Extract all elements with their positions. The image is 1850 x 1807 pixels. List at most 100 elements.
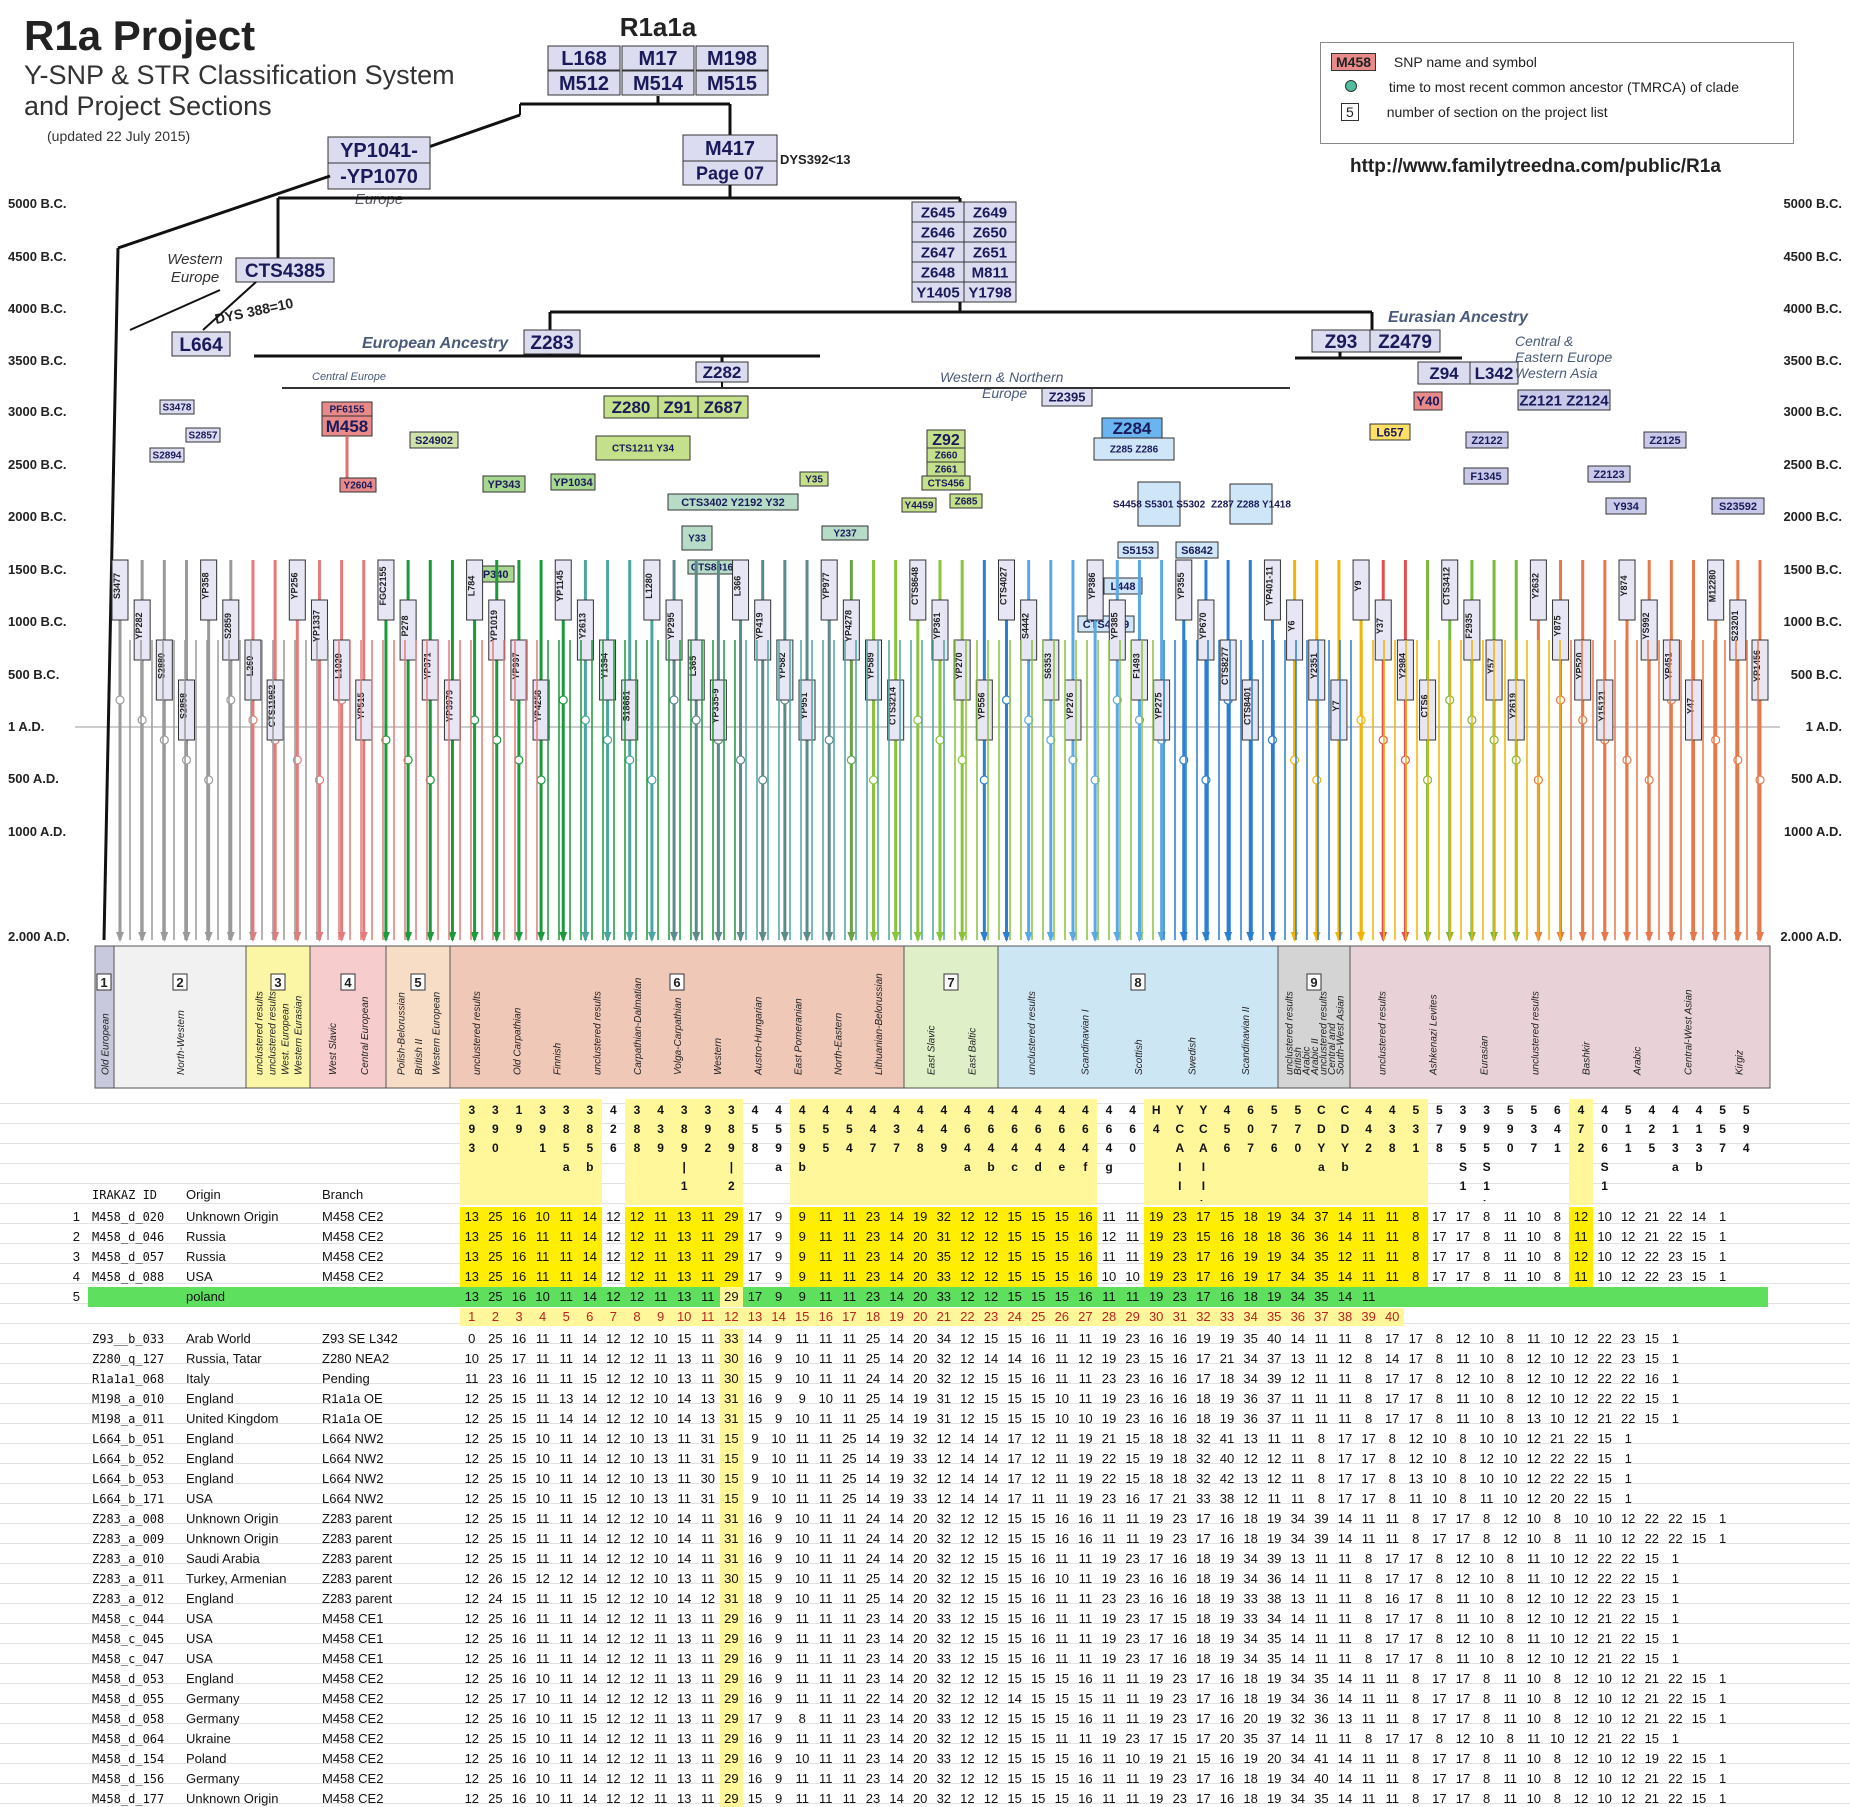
str-value[interactable]: 12 bbox=[606, 1351, 621, 1366]
str-value[interactable]: 12 bbox=[1569, 1207, 1593, 1227]
str-value[interactable]: 14 bbox=[889, 1791, 904, 1806]
str-value[interactable]: 12 bbox=[606, 1431, 621, 1446]
str-value[interactable]: 25 bbox=[865, 1591, 881, 1606]
str-value[interactable]: 22 bbox=[1573, 1431, 1589, 1446]
str-value[interactable]: 10 bbox=[794, 1751, 810, 1766]
str-value[interactable]: 15 bbox=[1002, 1207, 1027, 1227]
str-value[interactable]: 19 bbox=[1266, 1511, 1282, 1526]
str-value[interactable]: 17 bbox=[1262, 1267, 1286, 1287]
str-value[interactable]: 15 bbox=[1078, 1691, 1093, 1706]
str-value[interactable]: 15 bbox=[983, 1551, 999, 1566]
str-value[interactable]: 19 bbox=[1144, 1227, 1168, 1247]
str-value[interactable]: 15 bbox=[719, 1449, 744, 1469]
column-number[interactable]: 23 bbox=[979, 1308, 1003, 1326]
str-value[interactable]: 1 bbox=[1624, 1471, 1632, 1486]
str-value[interactable]: 13 bbox=[676, 1371, 692, 1386]
str-value[interactable]: 19 bbox=[1266, 1671, 1282, 1686]
str-value[interactable]: 12 bbox=[960, 1631, 975, 1646]
str-value[interactable]: 11 bbox=[819, 1671, 833, 1686]
str-value[interactable]: 8 bbox=[1482, 1229, 1491, 1244]
str-value[interactable]: 22 bbox=[1668, 1711, 1683, 1726]
str-value[interactable]: 20 bbox=[912, 1531, 928, 1546]
str-value[interactable]: 16 bbox=[1384, 1591, 1400, 1606]
str-value[interactable]: 19 bbox=[1262, 1247, 1286, 1267]
str-value[interactable]: 12 bbox=[629, 1651, 645, 1666]
str-value[interactable]: 11 bbox=[1356, 1267, 1381, 1287]
str-value[interactable]: 11 bbox=[701, 1651, 715, 1666]
str-value[interactable]: 12 bbox=[960, 1511, 975, 1526]
row-origin[interactable]: Unknown Origin bbox=[186, 1791, 279, 1806]
str-value[interactable]: 16 bbox=[507, 1227, 531, 1247]
str-value[interactable]: 11 bbox=[1456, 1411, 1470, 1426]
str-value[interactable]: 25 bbox=[488, 1711, 503, 1726]
str-value[interactable]: 17 bbox=[1384, 1551, 1400, 1566]
str-value[interactable]: 25 bbox=[842, 1431, 857, 1446]
str-value[interactable]: 11 bbox=[1078, 1551, 1093, 1566]
row-number[interactable]: 2 bbox=[72, 1229, 80, 1244]
str-value[interactable]: 16 bbox=[1078, 1531, 1093, 1546]
str-value[interactable]: 12 bbox=[1573, 1711, 1589, 1726]
str-value[interactable]: 16 bbox=[1078, 1751, 1093, 1766]
str-value[interactable]: 17 bbox=[1432, 1531, 1447, 1546]
str-value[interactable]: 11 bbox=[1361, 1751, 1376, 1766]
str-value[interactable]: 16 bbox=[1172, 1371, 1188, 1386]
str-value[interactable]: 15 bbox=[511, 1391, 527, 1406]
str-value[interactable]: 15 bbox=[1644, 1571, 1660, 1586]
str-value[interactable]: 17 bbox=[1148, 1651, 1164, 1666]
row-branch[interactable]: M458 CE2 bbox=[322, 1711, 384, 1726]
str-value[interactable]: 15 bbox=[1007, 1411, 1022, 1426]
str-value[interactable]: 16 bbox=[1148, 1411, 1164, 1426]
str-value[interactable]: 22 bbox=[1668, 1531, 1683, 1546]
str-value[interactable]: 10 bbox=[1597, 1531, 1612, 1546]
str-value[interactable]: 17 bbox=[1196, 1289, 1211, 1304]
str-value[interactable]: 12 bbox=[1479, 1451, 1494, 1466]
str-value[interactable]: 14 bbox=[884, 1227, 909, 1247]
column-number[interactable]: 16 bbox=[814, 1308, 838, 1326]
str-value[interactable]: 10 bbox=[1054, 1391, 1070, 1406]
column-number[interactable]: 9 bbox=[648, 1308, 673, 1326]
str-value[interactable]: 14 bbox=[676, 1511, 692, 1526]
str-value[interactable]: 33 bbox=[912, 1451, 928, 1466]
str-value[interactable]: 12 bbox=[960, 1771, 975, 1786]
str-value[interactable]: 29 bbox=[719, 1709, 744, 1729]
str-value[interactable]: 12 bbox=[983, 1731, 999, 1746]
str-value[interactable]: 12 bbox=[606, 1551, 621, 1566]
str-value[interactable]: 10 bbox=[1526, 1791, 1542, 1806]
str-value[interactable]: 14 bbox=[1333, 1267, 1357, 1287]
str-value[interactable]: 19 bbox=[1219, 1411, 1235, 1426]
str-value[interactable]: 23 bbox=[1125, 1571, 1140, 1586]
str-value[interactable]: 12 bbox=[1573, 1771, 1589, 1786]
str-value[interactable]: 25 bbox=[483, 1247, 508, 1267]
str-value[interactable]: 14 bbox=[889, 1289, 904, 1304]
str-value[interactable]: 11 bbox=[559, 1431, 573, 1446]
str-value[interactable]: 11 bbox=[554, 1227, 578, 1247]
str-value[interactable]: 10 bbox=[794, 1351, 810, 1366]
str-value[interactable]: 11 bbox=[837, 1247, 862, 1267]
str-value[interactable]: 19 bbox=[1238, 1247, 1263, 1267]
str-value[interactable]: 19 bbox=[1101, 1631, 1117, 1646]
str-value[interactable]: 12 bbox=[960, 1391, 975, 1406]
str-value[interactable]: 11 bbox=[795, 1451, 809, 1466]
str-value[interactable]: 22 bbox=[1597, 1551, 1612, 1566]
str-value[interactable]: 14 bbox=[889, 1351, 904, 1366]
str-value[interactable]: 10 bbox=[653, 1331, 668, 1346]
str-value[interactable]: 11 bbox=[1078, 1331, 1093, 1346]
str-value[interactable]: 11 bbox=[1314, 1591, 1329, 1606]
str-value[interactable]: 11 bbox=[701, 1671, 715, 1686]
str-value[interactable]: 25 bbox=[488, 1691, 503, 1706]
str-value[interactable]: 10 bbox=[1479, 1331, 1494, 1346]
str-value[interactable]: 22 bbox=[1644, 1269, 1660, 1284]
str-value[interactable]: 22 bbox=[1668, 1511, 1683, 1526]
str-value[interactable]: 12 bbox=[960, 1711, 975, 1726]
str-value[interactable]: 11 bbox=[653, 1711, 668, 1726]
str-value[interactable]: 15 bbox=[1172, 1731, 1188, 1746]
str-value[interactable]: 20 bbox=[1219, 1731, 1235, 1746]
str-value[interactable]: 8 bbox=[798, 1711, 806, 1726]
str-value[interactable]: 23 bbox=[865, 1671, 881, 1686]
str-value[interactable]: 11 bbox=[1385, 1791, 1399, 1806]
